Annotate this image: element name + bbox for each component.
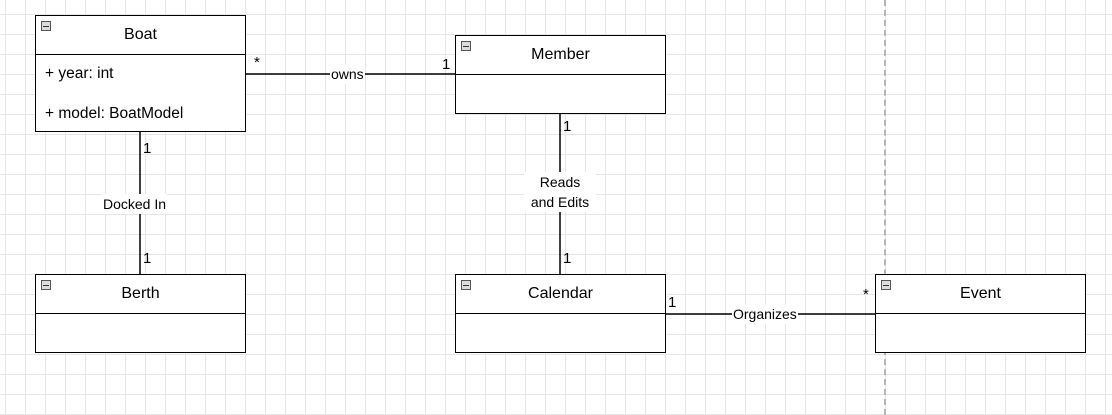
- berth-class-title: Berth: [121, 285, 160, 302]
- organizes-target-multiplicity[interactable]: *: [863, 286, 869, 303]
- boat-attribute-year[interactable]: + year: int: [45, 65, 114, 82]
- event-class-title: Event: [960, 285, 1001, 302]
- berth-class-header[interactable]: Berth: [36, 275, 245, 314]
- collapse-toggle-icon[interactable]: [41, 21, 51, 31]
- reads-and-edits-source-multiplicity[interactable]: 1: [563, 118, 572, 135]
- member-class-header[interactable]: Member: [456, 36, 665, 75]
- boat-class-header[interactable]: Boat: [36, 16, 245, 55]
- calendar-class-title: Calendar: [528, 285, 593, 302]
- collapse-toggle-icon[interactable]: [41, 280, 51, 290]
- organizes-source-multiplicity[interactable]: 1: [668, 294, 677, 311]
- reads-and-edits-label[interactable]: Reads and Edits: [524, 172, 596, 212]
- docked-in-target-multiplicity[interactable]: 1: [143, 250, 152, 267]
- boat-attribute-model[interactable]: + model: BoatModel: [45, 105, 184, 122]
- organizes-label[interactable]: Organizes: [732, 304, 798, 324]
- berth-class[interactable]: Berth: [35, 274, 246, 353]
- boat-class-title: Boat: [124, 26, 157, 43]
- reads-and-edits-target-multiplicity[interactable]: 1: [563, 250, 572, 267]
- owns-target-multiplicity[interactable]: 1: [442, 56, 451, 73]
- owns-label[interactable]: owns: [330, 64, 365, 84]
- member-class[interactable]: Member: [455, 35, 666, 114]
- boat-class[interactable]: Boat + year: int + model: BoatModel: [35, 15, 246, 132]
- calendar-class[interactable]: Calendar: [455, 274, 666, 353]
- owns-source-multiplicity[interactable]: *: [254, 54, 260, 71]
- event-class[interactable]: Event: [875, 274, 1086, 353]
- event-class-header[interactable]: Event: [876, 275, 1085, 314]
- page-break-line: [884, 0, 886, 415]
- calendar-class-header[interactable]: Calendar: [456, 275, 665, 314]
- reads-and-edits-label-line1: Reads: [539, 174, 581, 190]
- collapse-toggle-icon[interactable]: [461, 41, 471, 51]
- collapse-toggle-icon[interactable]: [881, 280, 891, 290]
- docked-in-source-multiplicity[interactable]: 1: [143, 140, 152, 157]
- reads-and-edits-label-line2: and Edits: [530, 194, 590, 210]
- collapse-toggle-icon[interactable]: [461, 280, 471, 290]
- docked-in-label[interactable]: Docked In: [102, 194, 168, 214]
- member-class-title: Member: [531, 46, 590, 63]
